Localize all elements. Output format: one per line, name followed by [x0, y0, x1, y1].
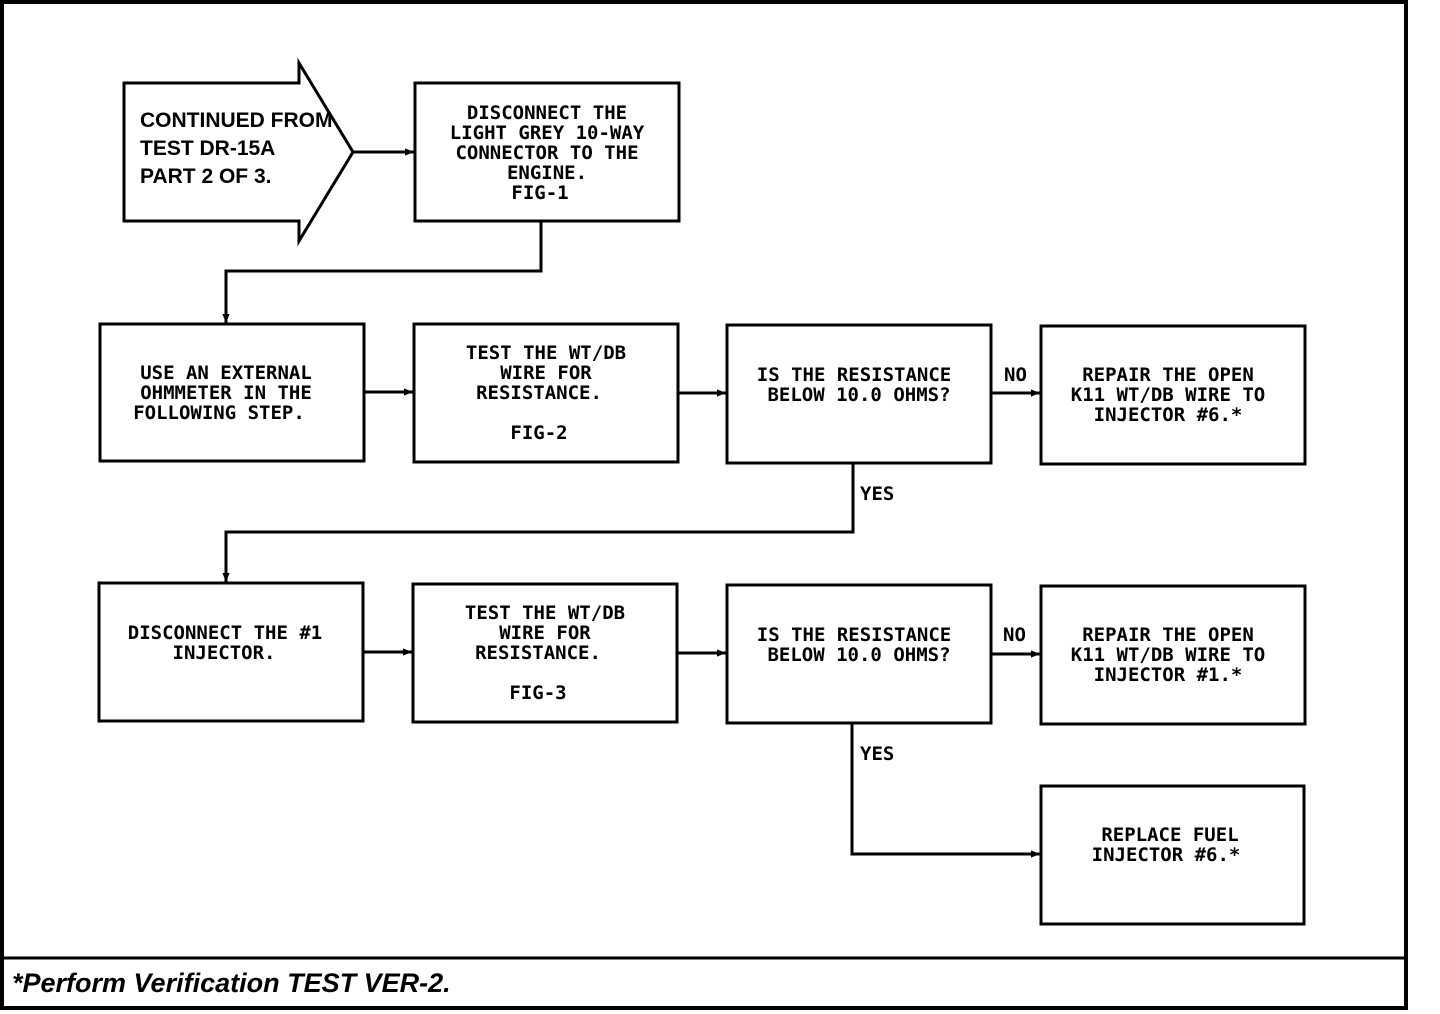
step-text-line: FOLLOWING STEP.: [133, 402, 305, 424]
step-text-line: K11 WT/DB WIRE TO: [1071, 384, 1265, 406]
label-no: NO: [1004, 364, 1027, 386]
step-text-line: IS THE RESISTANCE: [757, 364, 951, 386]
step-test-wire-fig2: TEST THE WT/DB WIRE FOR RESISTANCE. FIG-…: [412, 322, 680, 464]
step-text-line: TEST THE WT/DB: [465, 602, 625, 624]
step-text-line: REPAIR THE OPEN: [1082, 364, 1254, 386]
label-yes: YES: [860, 743, 894, 765]
step-text-line: INJECTOR.: [173, 642, 276, 664]
step-text-line: REPLACE FUEL: [1101, 824, 1238, 846]
decision-resistance-2: IS THE RESISTANCE BELOW 10.0 OHMS?: [725, 583, 993, 725]
step-text-line: REPAIR THE OPEN: [1082, 624, 1254, 646]
step-test-wire-fig3: TEST THE WT/DB WIRE FOR RESISTANCE. FIG-…: [411, 582, 679, 724]
step-text-line: K11 WT/DB WIRE TO: [1071, 644, 1265, 666]
step-text-line: DISCONNECT THE #1: [128, 622, 322, 644]
step-text-line: BELOW 10.0 OHMS?: [767, 384, 950, 406]
step-disconnect-injector-1: DISCONNECT THE #1 INJECTOR.: [97, 581, 365, 723]
step-text-line: OHMMETER IN THE: [140, 382, 312, 404]
step-text-line: TEST THE WT/DB: [466, 342, 626, 364]
connector-decision-yes: [222, 463, 855, 582]
step-text-line: USE AN EXTERNAL: [140, 362, 312, 384]
label-yes: YES: [860, 483, 894, 505]
connector-decision2-yes: [850, 723, 1040, 858]
step-text-line: INJECTOR #1.*: [1094, 664, 1243, 686]
step-use-ohmmeter: USE AN EXTERNAL OHMMETER IN THE FOLLOWIN…: [98, 322, 366, 463]
step-text-line: CONNECTOR TO THE: [455, 142, 638, 164]
footnote: *Perform Verification TEST VER-2.: [12, 968, 451, 998]
start-arrow: CONTINUED FROM TEST DR-15A PART 2 OF 3.: [122, 57, 355, 247]
connector-disconnect-to-ohmmeter: [222, 221, 543, 323]
fig-label: FIG-3: [509, 682, 566, 704]
step-text-line: IS THE RESISTANCE: [757, 624, 951, 646]
step-repair-injector-1: REPAIR THE OPEN K11 WT/DB WIRE TO INJECT…: [1039, 584, 1307, 726]
step-text-line: INJECTOR #6.*: [1092, 844, 1241, 866]
step-text-line: DISCONNECT THE: [467, 102, 627, 124]
step-disconnect-10way: DISCONNECT THE LIGHT GREY 10-WAY CONNECT…: [413, 81, 681, 223]
start-line-3: PART 2 OF 3.: [140, 165, 271, 188]
fig-label: FIG-1: [511, 182, 568, 204]
step-text-line: WIRE FOR: [499, 622, 591, 644]
label-no: NO: [1003, 624, 1026, 646]
step-text-line: RESISTANCE.: [475, 642, 601, 664]
step-text-line: RESISTANCE.: [476, 382, 602, 404]
start-line-1: CONTINUED FROM: [140, 109, 333, 132]
step-text-line: BELOW 10.0 OHMS?: [767, 644, 950, 666]
connectors: [222, 148, 1040, 858]
step-text-line: ENGINE.: [507, 162, 587, 184]
start-line-2: TEST DR-15A: [140, 137, 275, 160]
step-text-line: INJECTOR #6.*: [1094, 404, 1243, 426]
fig-label: FIG-2: [510, 422, 567, 444]
step-text-line: WIRE FOR: [500, 362, 592, 384]
step-text-line: LIGHT GREY 10-WAY: [450, 122, 645, 144]
step-replace-fuel-injector: REPLACE FUEL INJECTOR #6.*: [1039, 784, 1306, 926]
step-repair-injector-6: REPAIR THE OPEN K11 WT/DB WIRE TO INJECT…: [1039, 324, 1307, 466]
decision-resistance-1: IS THE RESISTANCE BELOW 10.0 OHMS?: [725, 323, 993, 465]
